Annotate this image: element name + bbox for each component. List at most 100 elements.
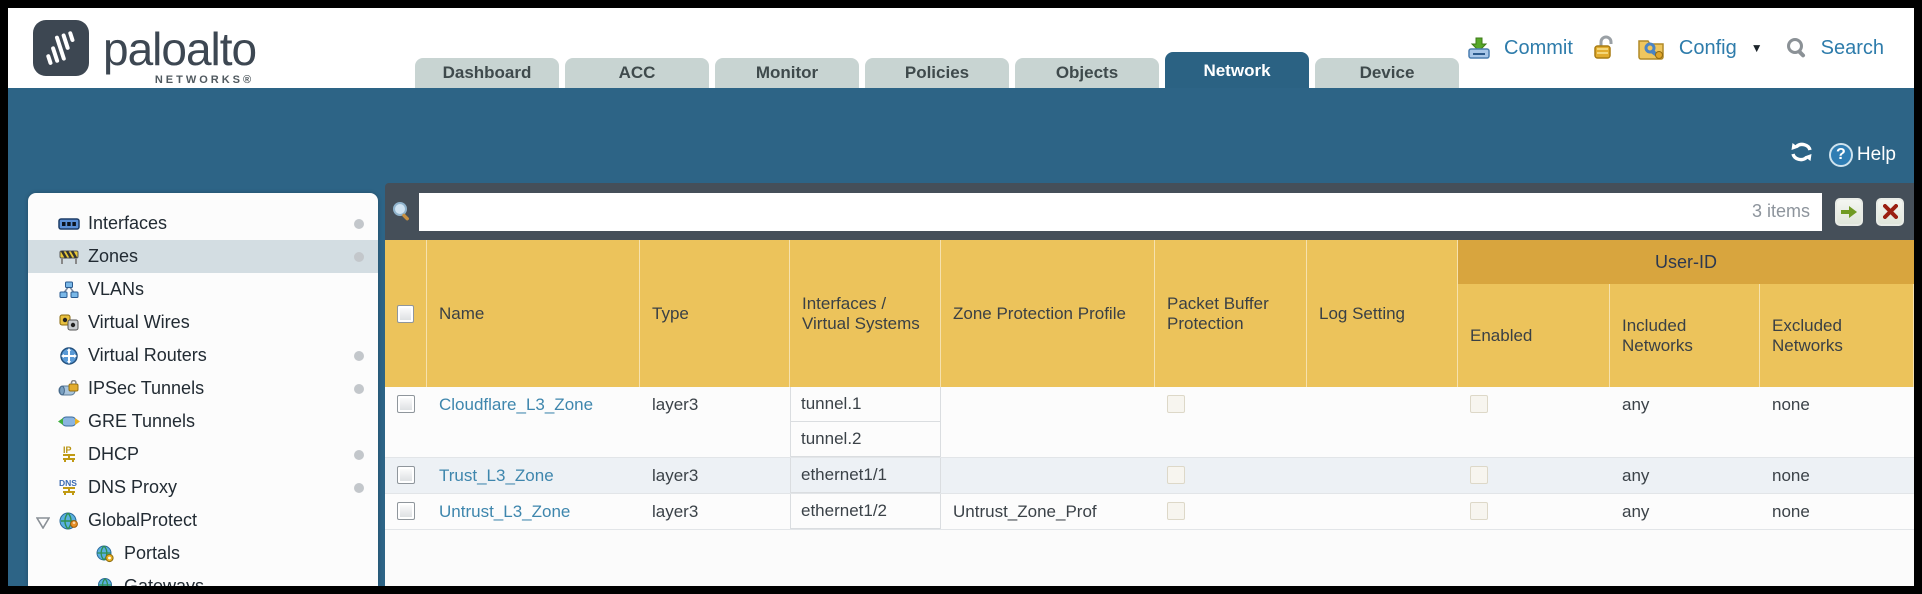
paloalto-logo: paloalto NETWORKS® [33, 20, 257, 86]
filter-search-icon [393, 201, 409, 220]
main-area: Interfaces Zones VLANs Virtual Wires Vir… [8, 183, 1914, 586]
sidebar-item-virtual-wires[interactable]: Virtual Wires [28, 306, 378, 339]
enabled-cell [1458, 494, 1610, 529]
interface-entry: tunnel.1 [791, 387, 940, 422]
ipsec-tunnels-icon [58, 379, 80, 399]
zone-type-cell: layer3 [652, 466, 699, 485]
tab-objects[interactable]: Objects [1015, 58, 1159, 88]
table-empty-space [385, 530, 1914, 586]
column-header-excluded-networks[interactable]: Excluded Networks [1760, 240, 1914, 387]
tab-device[interactable]: Device [1315, 58, 1459, 88]
tab-policies[interactable]: Policies [865, 58, 1009, 88]
globalprotect-icon [58, 511, 80, 531]
config-button[interactable]: Config [1678, 36, 1737, 59]
enabled-checkbox[interactable] [1470, 502, 1488, 520]
commit-icon [1466, 36, 1492, 60]
sidebar-item-vlans[interactable]: VLANs [28, 273, 378, 306]
clear-filter-button[interactable] [1876, 197, 1904, 226]
vlans-icon [58, 280, 80, 300]
row-checkbox-cell [385, 458, 427, 493]
sidebar-item-dns-proxy[interactable]: DNS DNS Proxy [28, 471, 378, 504]
packet-buffer-protection-cell [1155, 387, 1307, 457]
log-setting-cell [1307, 494, 1458, 529]
row-checkbox[interactable] [397, 466, 415, 484]
interfaces-icon [58, 214, 80, 234]
sidebar-item-virtual-routers[interactable]: Virtual Routers [28, 339, 378, 372]
dhcp-icon: IP [58, 445, 80, 465]
zone-name-link[interactable]: Trust_L3_Zone [439, 466, 554, 485]
tab-acc[interactable]: ACC [565, 58, 709, 88]
row-checkbox-cell [385, 494, 427, 529]
sidebar-item-interfaces[interactable]: Interfaces [28, 207, 378, 240]
gateways-icon [94, 577, 116, 586]
zone-name-link[interactable]: Cloudflare_L3_Zone [439, 395, 594, 414]
filter-input[interactable] [419, 192, 1822, 231]
brand-subtitle: NETWORKS® [154, 74, 255, 86]
top-actions: Commit C [1466, 8, 1884, 88]
sidebar-item-dhcp[interactable]: IP DHCP [28, 438, 378, 471]
enabled-cell [1458, 458, 1610, 493]
network-sidebar: Interfaces Zones VLANs Virtual Wires Vir… [28, 193, 378, 586]
enabled-checkbox[interactable] [1470, 395, 1488, 413]
column-header-zone-protection-profile[interactable]: Zone Protection Profile [941, 240, 1155, 387]
zone-protection-profile-cell [941, 387, 1155, 457]
status-dot [354, 252, 364, 262]
column-header-packet-buffer-protection[interactable]: Packet Buffer Protection [1155, 240, 1307, 387]
row-checkbox[interactable] [397, 502, 415, 520]
paloalto-logo-icon [33, 20, 89, 76]
sidebar-item-globalprotect[interactable]: GlobalProtect [28, 504, 378, 537]
excluded-networks-cell: none [1772, 395, 1810, 414]
help-label[interactable]: Help [1856, 143, 1896, 165]
sidebar-item-gre-tunnels[interactable]: GRE Tunnels [28, 405, 378, 438]
user-id-group-header: User-ID [1458, 240, 1914, 284]
commit-button[interactable]: Commit [1504, 36, 1573, 59]
row-checkbox[interactable] [397, 395, 415, 413]
row-checkbox-cell [385, 387, 427, 457]
status-dot [354, 384, 364, 394]
lock-icon[interactable] [1593, 35, 1617, 61]
select-all-checkbox[interactable] [397, 304, 414, 323]
packet-buffer-protection-checkbox[interactable] [1167, 502, 1185, 520]
packet-buffer-protection-checkbox[interactable] [1167, 466, 1185, 484]
included-networks-cell: any [1622, 502, 1650, 521]
packet-buffer-protection-cell [1155, 494, 1307, 529]
status-dot [354, 351, 364, 361]
column-header-enabled[interactable]: Enabled [1458, 240, 1610, 387]
zones-icon [58, 247, 80, 267]
config-caret-icon[interactable]: ▼ [1750, 41, 1763, 55]
search-button[interactable]: Search [1820, 36, 1884, 59]
column-header-type[interactable]: Type [640, 240, 790, 387]
packet-buffer-protection-checkbox[interactable] [1167, 395, 1185, 413]
sidebar-item-gateways[interactable]: Gateways [28, 570, 378, 586]
apply-filter-button[interactable] [1835, 197, 1863, 226]
tab-monitor[interactable]: Monitor [715, 58, 859, 88]
tab-dashboard[interactable]: Dashboard [415, 58, 559, 88]
help-icon[interactable]: ? [1828, 142, 1853, 167]
status-dot [354, 483, 364, 493]
column-header-log-setting[interactable]: Log Setting [1307, 240, 1458, 387]
sidebar-item-portals[interactable]: Portals [28, 537, 378, 570]
gre-tunnels-icon [58, 412, 80, 432]
zone-name-cell: Untrust_L3_Zone [427, 494, 640, 529]
zone-type-cell: layer3 [652, 395, 699, 414]
interface-entry: ethernet1/1 [791, 458, 940, 493]
expander-triangle-icon[interactable] [35, 513, 51, 534]
svg-text:DNS: DNS [59, 478, 77, 488]
enabled-checkbox[interactable] [1470, 466, 1488, 484]
tab-network[interactable]: Network [1165, 52, 1309, 88]
sidebar-item-ipsec-tunnels[interactable]: IPSec Tunnels [28, 372, 378, 405]
zone-protection-profile-cell: Untrust_Zone_Prof [953, 502, 1097, 521]
config-icon [1637, 35, 1667, 61]
refresh-icon[interactable] [1789, 140, 1815, 169]
column-header-interfaces[interactable]: Interfaces / Virtual Systems [790, 240, 941, 387]
column-header-included-networks[interactable]: Included Networks [1610, 240, 1760, 387]
enabled-cell [1458, 387, 1610, 457]
sidebar-item-zones[interactable]: Zones [28, 240, 378, 273]
zone-name-link[interactable]: Untrust_L3_Zone [439, 502, 571, 521]
column-header-name[interactable]: Name [427, 240, 640, 387]
